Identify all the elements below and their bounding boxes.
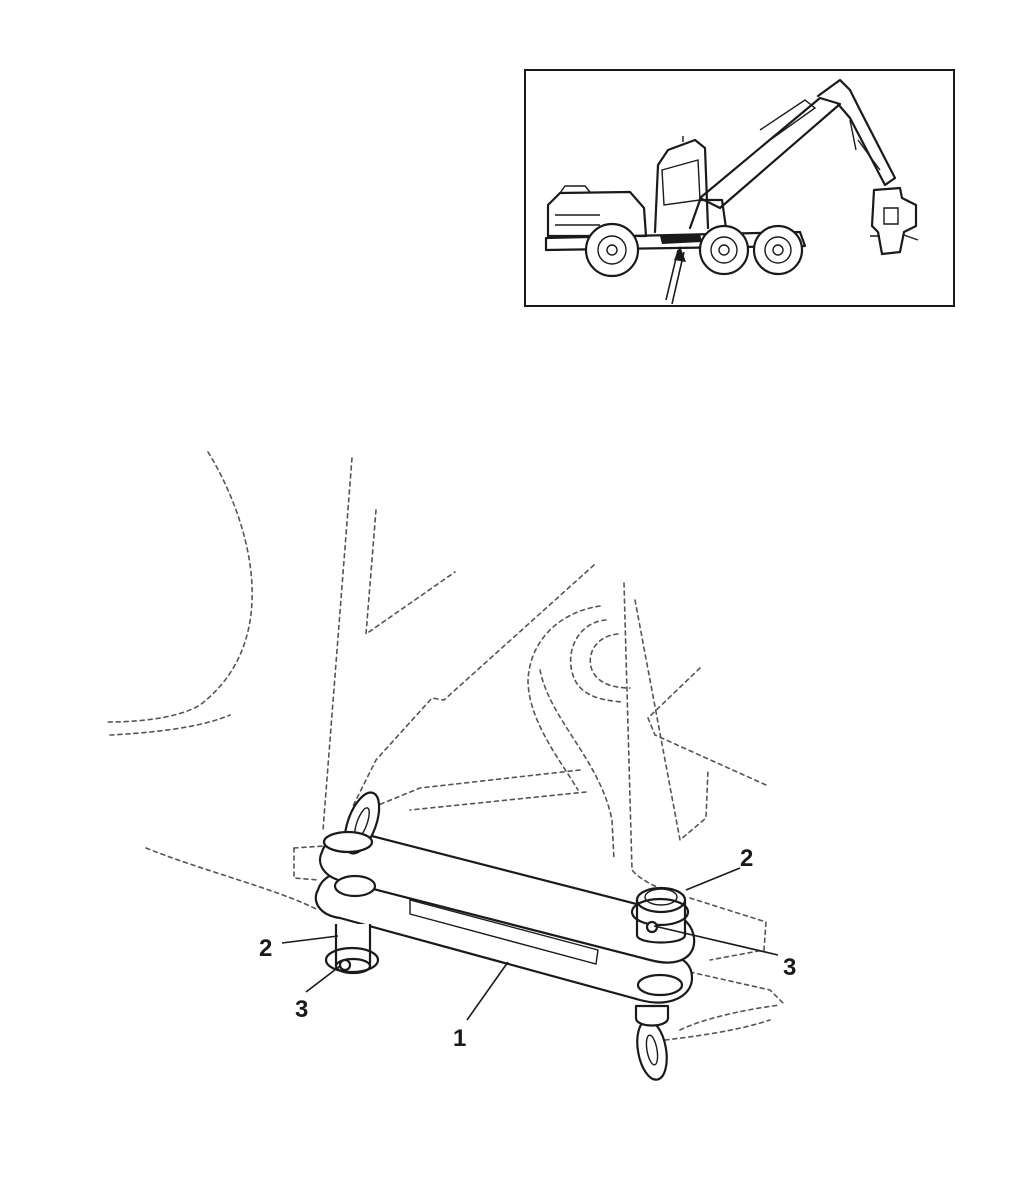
link-assembly: [314, 791, 696, 1081]
leader-part-3-right: [653, 925, 779, 956]
callout-part-2-right: 2: [740, 845, 753, 872]
callout-part-2-left: 2: [259, 935, 272, 962]
leader-part-3-left: [305, 965, 341, 993]
callout-part-3-right: 3: [783, 954, 796, 981]
callout-part-1: 1: [453, 1025, 466, 1052]
location-inset: [524, 69, 955, 307]
leader-part-2-left: [281, 935, 339, 944]
callout-labels: 1 2 3 2 3: [259, 845, 796, 1052]
leader-part-2-right: [685, 867, 741, 891]
leader-lines: [281, 867, 779, 1021]
leader-part-1: [466, 961, 509, 1021]
harvester-illustration: [544, 78, 919, 305]
callout-part-3-left: 3: [295, 996, 308, 1023]
